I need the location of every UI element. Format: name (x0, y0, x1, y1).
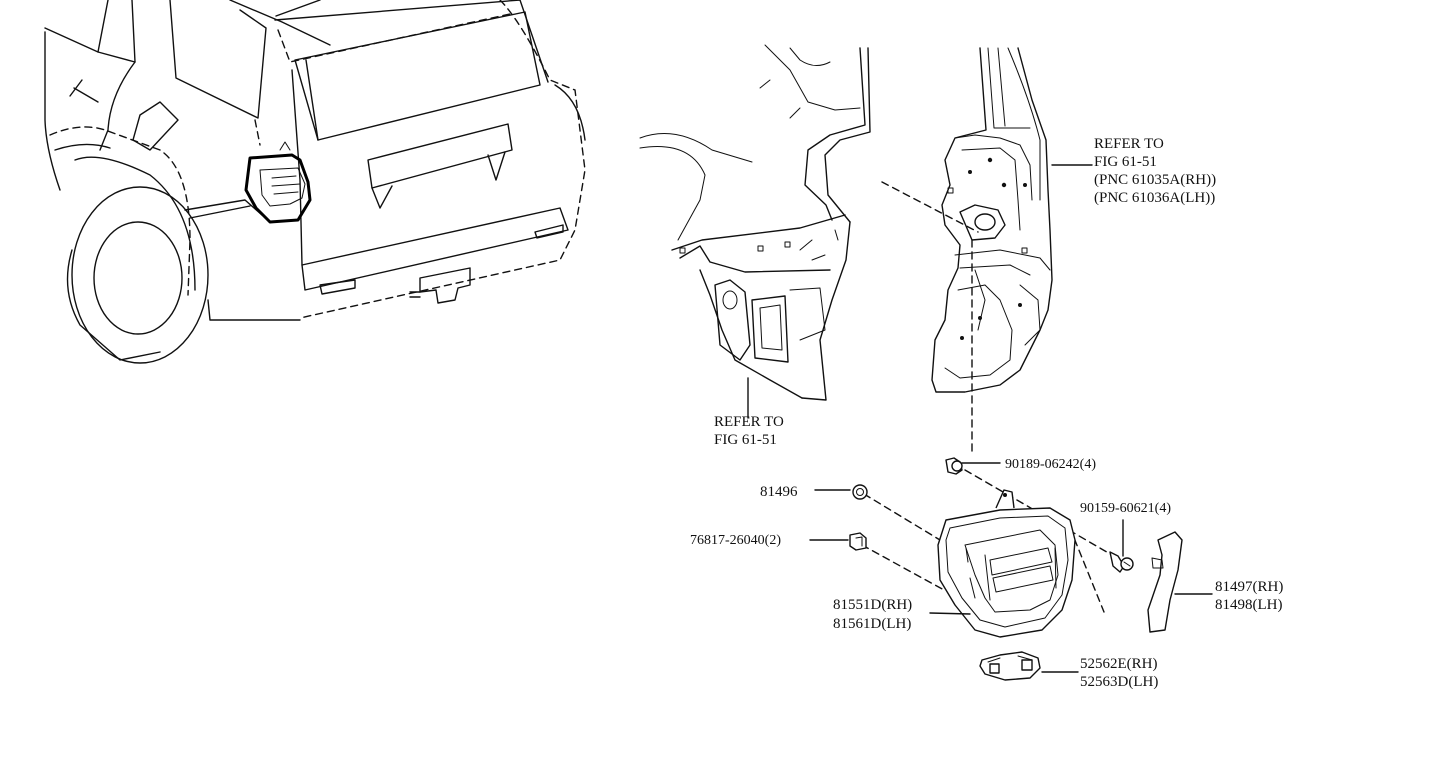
fasteners (809, 457, 1134, 573)
refer-upper-line-2: FIG 61-51 (1094, 154, 1157, 170)
refer-upper-line-4: (PNC 61036A(LH)) (1094, 190, 1215, 206)
side-garnish (1147, 531, 1213, 633)
refer-lower-line-2: FIG 61-51 (714, 432, 777, 448)
callout-81551: 81551D(RH) 81561D(LH) (833, 597, 912, 632)
callout-81496: 81496 (760, 484, 798, 500)
callout-81497-rh: 81497(RH) (1215, 579, 1283, 595)
callout-52562-rh: 52562E(RH) (1080, 656, 1158, 672)
clip-76817 (809, 532, 867, 551)
callout-refer-lower: REFER TO FIG 61-51 (714, 414, 784, 448)
lamp-bracket (979, 651, 1079, 681)
refer-lower-line-1: REFER TO (714, 414, 784, 430)
callout-90189: 90189-06242(4) (1005, 457, 1096, 472)
pillar-panel (931, 47, 1093, 393)
refer-upper-line-3: (PNC 61035A(RH)) (1094, 172, 1216, 188)
callout-76817: 76817-26040(2) (690, 533, 781, 548)
callout-52562-lh: 52563D(LH) (1080, 674, 1158, 690)
quarter-panel-inner (639, 44, 871, 419)
refer-upper-line-1: REFER TO (1094, 136, 1164, 152)
screw-90159 (1109, 519, 1134, 573)
tail-lamp-assembly (929, 489, 1076, 638)
grommet-81496 (814, 484, 868, 500)
callout-refer-upper: REFER TO FIG 61-51 (PNC 61035A(RH)) (PNC… (1094, 136, 1216, 206)
callout-81551-lh: 81561D(LH) (833, 616, 911, 632)
callout-81497: 81497(RH) 81498(LH) (1215, 579, 1283, 613)
vehicle-overview (44, 0, 586, 364)
bolt-90189 (945, 457, 1001, 475)
callout-81497-lh: 81498(LH) (1215, 597, 1283, 613)
callout-81551-rh: 81551D(RH) (833, 597, 912, 613)
callout-90159: 90159-60621(4) (1080, 501, 1171, 516)
callout-52562: 52562E(RH) 52563D(LH) (1080, 656, 1158, 690)
